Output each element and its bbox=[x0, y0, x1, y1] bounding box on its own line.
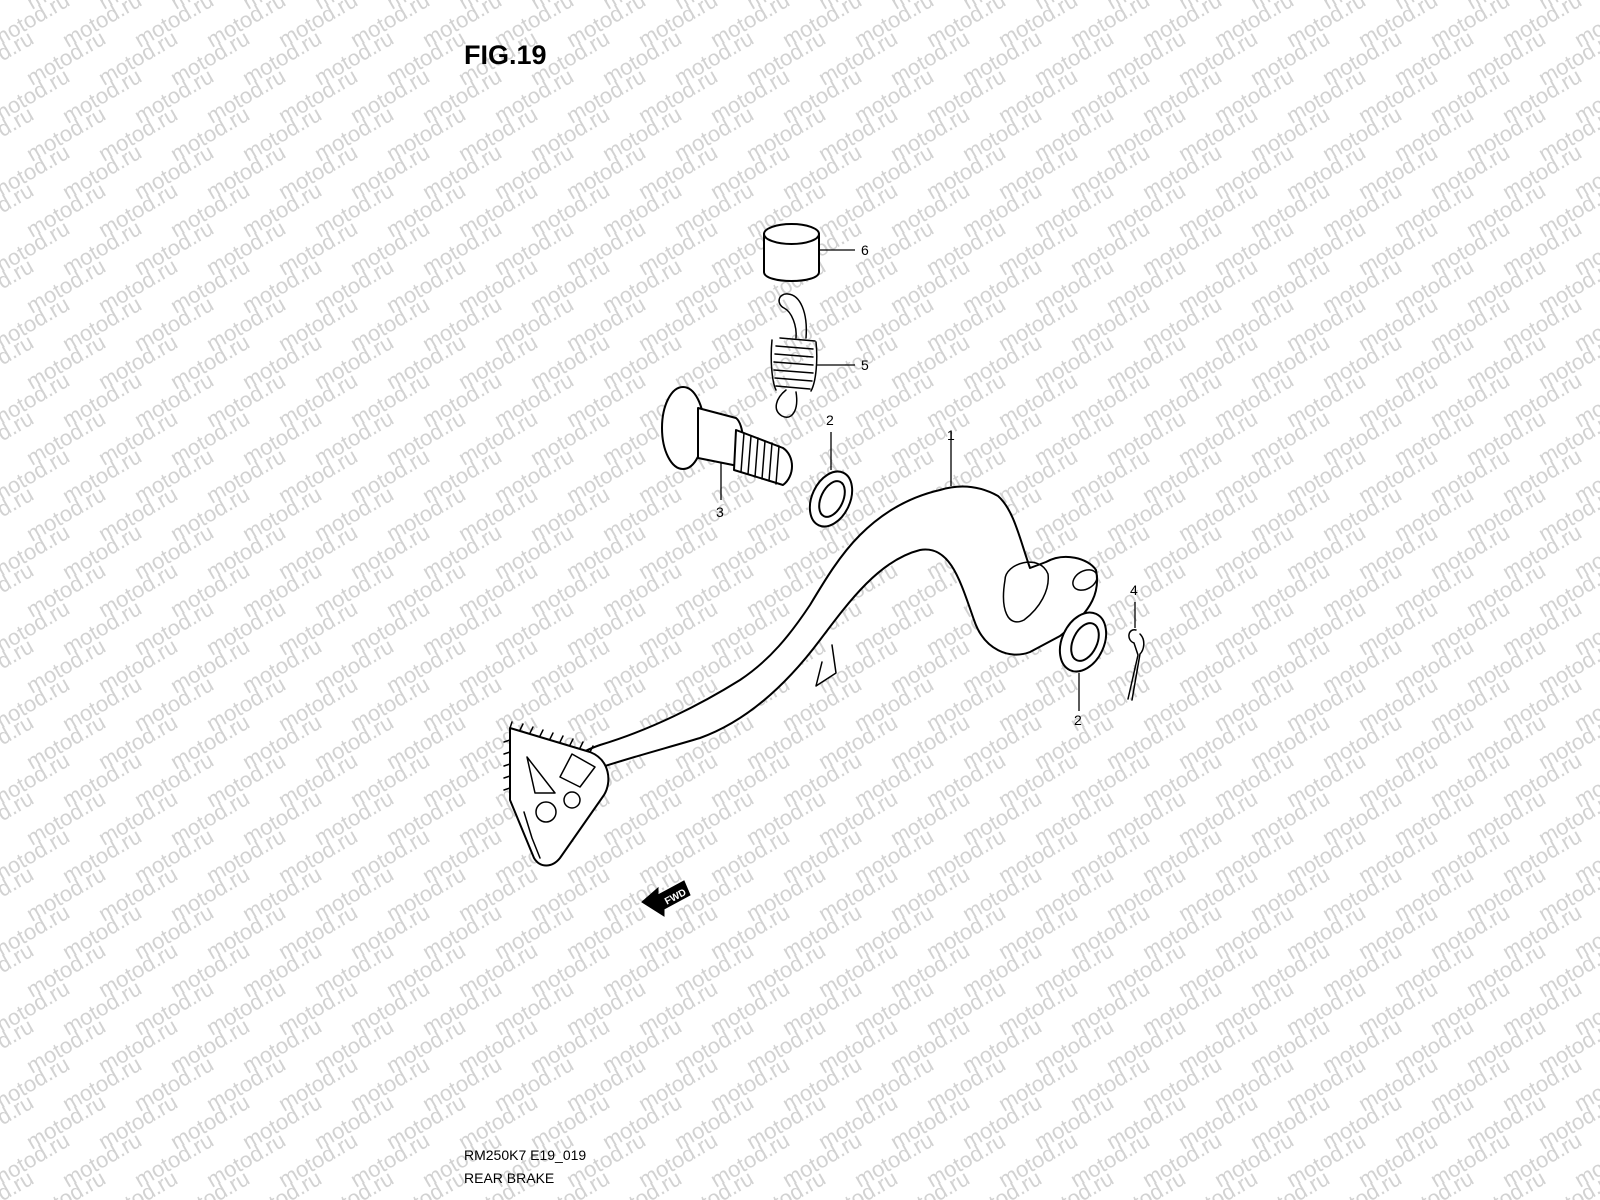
figure-section-name: REAR BRAKE bbox=[464, 1170, 555, 1186]
part-label-3: 3 bbox=[716, 504, 724, 520]
part-label-5: 5 bbox=[861, 357, 869, 373]
part-label-6: 6 bbox=[861, 242, 869, 258]
part-label-1: 1 bbox=[947, 427, 955, 443]
figure-model-code: RM250K7 E19_019 bbox=[464, 1147, 587, 1163]
part-label-2-lower: 2 bbox=[1074, 712, 1082, 728]
part-label-2-upper: 2 bbox=[826, 412, 834, 428]
part-label-4: 4 bbox=[1130, 582, 1138, 598]
figure-title: FIG.19 bbox=[464, 40, 547, 70]
